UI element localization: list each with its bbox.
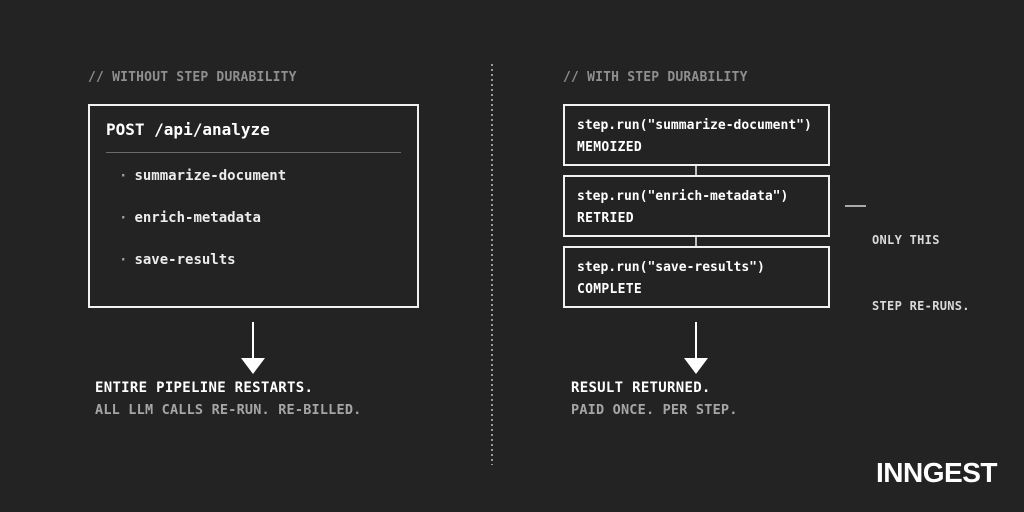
step-connector-line bbox=[695, 166, 697, 175]
left-result-subtitle: ALL LLM CALLS RE-RUN. RE-BILLED. bbox=[95, 402, 362, 418]
left-result-title: ENTIRE PIPELINE RESTARTS. bbox=[95, 380, 314, 396]
pipeline-box: POST /api/analyze · summarize-document · e… bbox=[88, 104, 419, 308]
inngest-logo: INNGEST bbox=[876, 457, 997, 488]
step-code: step.run("enrich-metadata") bbox=[577, 189, 789, 204]
annotation-line-2: STEP RE-RUNS. bbox=[872, 299, 970, 313]
annotation-line-1: ONLY THIS bbox=[872, 233, 940, 247]
pipeline-step-label: save-results bbox=[134, 252, 236, 268]
pipeline-step-item: · enrich-metadata bbox=[106, 211, 401, 225]
step-box-summarize: step.run("summarize-document") MEMOIZED bbox=[563, 104, 830, 166]
step-code: step.run("summarize-document") bbox=[577, 118, 812, 133]
pipeline-step-item: · save-results bbox=[106, 253, 401, 267]
left-section-header: // WITHOUT STEP DURABILITY bbox=[88, 70, 297, 85]
left-result: ENTIRE PIPELINE RESTARTS. ALL LLM CALLS … bbox=[95, 380, 362, 418]
pipeline-step-label: summarize-document bbox=[134, 168, 287, 184]
pipeline-step-list: · summarize-document · enrich-metadata · sa… bbox=[106, 169, 401, 267]
annotation-dash-line bbox=[845, 205, 866, 207]
step-box-save: step.run("save-results") COMPLETE bbox=[563, 246, 830, 308]
step-status: RETRIED bbox=[577, 211, 634, 226]
down-arrow-icon bbox=[684, 322, 708, 374]
bullet-icon: · bbox=[119, 252, 128, 268]
step-connector-line bbox=[695, 237, 697, 246]
right-result: RESULT RETURNED. PAID ONCE. PER STEP. bbox=[571, 380, 738, 418]
step-box-enrich: step.run("enrich-metadata") RETRIED bbox=[563, 175, 830, 237]
bullet-icon: · bbox=[119, 210, 128, 226]
right-result-title: RESULT RETURNED. bbox=[571, 380, 711, 396]
down-arrow-icon bbox=[241, 322, 265, 374]
step-status: COMPLETE bbox=[577, 282, 643, 297]
pipeline-step-label: enrich-metadata bbox=[134, 210, 261, 226]
bullet-icon: · bbox=[119, 168, 128, 184]
divider-dotted bbox=[491, 64, 493, 465]
pipeline-divider bbox=[106, 152, 401, 153]
pipeline-step-item: · summarize-document bbox=[106, 169, 401, 183]
pipeline-title: POST /api/analyze bbox=[106, 120, 270, 139]
right-result-subtitle: PAID ONCE. PER STEP. bbox=[571, 402, 738, 418]
step-code: step.run("save-results") bbox=[577, 260, 765, 275]
right-section-header: // WITH STEP DURABILITY bbox=[563, 70, 748, 85]
annotation-note: ONLY THIS STEP RE-RUNS. bbox=[872, 185, 970, 361]
step-status: MEMOIZED bbox=[577, 140, 643, 155]
